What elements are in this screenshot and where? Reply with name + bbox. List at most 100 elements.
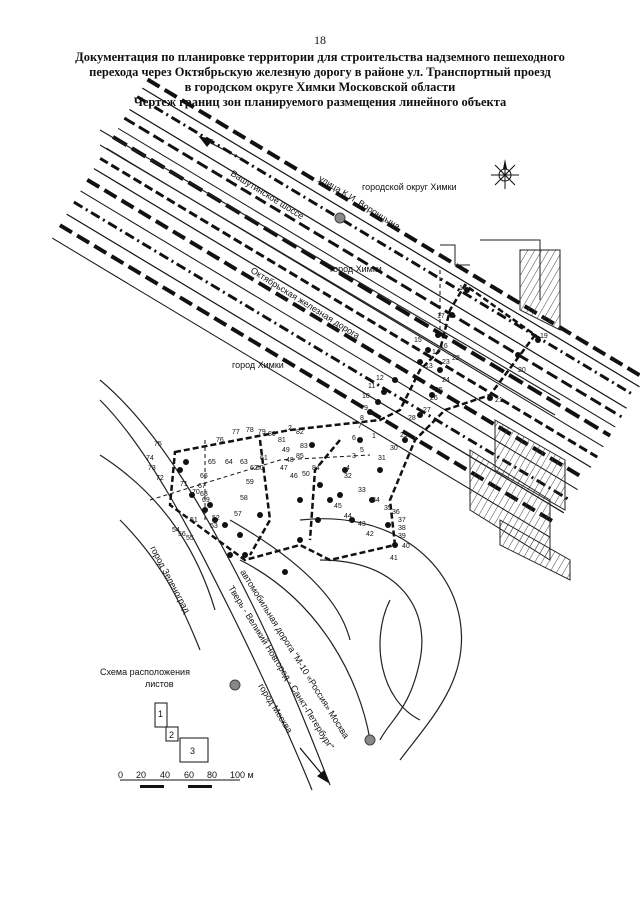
point-label: 7 (358, 423, 362, 430)
point-label: 57 (234, 511, 242, 518)
point-label: 9 (364, 405, 368, 412)
point-label: 76 (216, 437, 224, 444)
point-label: 25 (435, 387, 443, 394)
sheet-3-label: 3 (190, 746, 195, 756)
point-label: 62 (250, 465, 258, 472)
label-gorod-khimki-1: город Химки (330, 264, 382, 274)
point-label: 79 (258, 429, 266, 436)
point-label: 31 (378, 455, 386, 462)
point-label: 15 (414, 337, 422, 344)
scale-tick-100: 100 м (230, 770, 254, 780)
point-label: 37 (398, 517, 406, 524)
page-number: 18 (314, 33, 326, 47)
point-label: 20 (518, 367, 526, 374)
point-label: 55 (186, 535, 194, 542)
point-label: 5 (360, 447, 364, 454)
highway-m10 (99, 379, 463, 791)
label-moskva: город Москва (256, 682, 294, 735)
point-label: 59 (246, 479, 254, 486)
point-label: 32 (344, 473, 352, 480)
point-label: 17 (437, 313, 445, 320)
document-title: Документация по планировке территории дл… (60, 50, 580, 110)
sheet-2-label: 2 (169, 730, 174, 740)
point-label: 41 (390, 555, 398, 562)
sheet-scheme-title-1: Схема расположения (100, 667, 190, 677)
sheet-2-box (165, 726, 179, 742)
point-label: 36 (392, 509, 400, 516)
sheet-3-box (179, 737, 209, 763)
point-label: 42 (366, 531, 374, 538)
point-label: 2 (288, 425, 292, 432)
direction-arrow-icon (198, 135, 330, 784)
point-label: 53 (210, 523, 218, 530)
point-label: 50 (302, 471, 310, 478)
scale-tick-60: 60 (184, 770, 194, 780)
point-label: 13 (425, 363, 433, 370)
point-label: 74 (146, 455, 154, 462)
point-label: 39 (398, 533, 406, 540)
point-label: 3 (352, 453, 356, 460)
building-outline (440, 239, 541, 300)
point-label: 72 (156, 475, 164, 482)
point-label: 66 (200, 473, 208, 480)
point-label: 67 (198, 483, 206, 490)
point-label: 34 (372, 497, 380, 504)
point-label: 6 (352, 435, 356, 442)
label-gorodskoy-okrug: городской округ Химки (362, 182, 457, 192)
point-label: 46 (290, 473, 298, 480)
point-label: 23 (442, 359, 450, 366)
point-label: 60 (256, 465, 264, 472)
point-label: 4 (346, 465, 350, 472)
point-label: 40 (402, 543, 410, 550)
point-label: 44 (344, 513, 352, 520)
point-label-group: 1 2 3 4 5 6 7 8 9 10 11 12 13 14 15 16 1… (146, 285, 548, 562)
title-line-2: перехода через Октябрьскую железную доро… (89, 65, 551, 79)
sheet-scheme-title-2: листов (145, 679, 174, 689)
point-label: 80 (268, 431, 276, 438)
point-label: 49 (282, 447, 290, 454)
point-label: 51 (190, 517, 198, 524)
north-arrow-icon (491, 159, 519, 189)
point-label: 22 (452, 355, 460, 362)
road-vashutinskoe (99, 129, 561, 416)
point-label: 56 (178, 531, 186, 538)
point-label: 47 (280, 465, 288, 472)
point-label: 64 (225, 459, 233, 466)
point-label: 11 (368, 383, 375, 390)
sheet-1-box (154, 702, 168, 728)
label-zelenograd: город Зеленоград (148, 544, 192, 615)
point-label: 16 (440, 343, 448, 350)
point-label: 58 (240, 495, 248, 502)
point-label: 61 (260, 455, 268, 462)
point-label: 35 (384, 505, 392, 512)
label-m10: автомобильная дорога "М-10 «Россия» Моск… (238, 568, 351, 740)
point-label: 28 (408, 415, 416, 422)
point-label: 10 (362, 393, 370, 400)
scale-tick-20: 20 (136, 770, 146, 780)
label-gorod-khimki-2: город Химки (232, 360, 284, 370)
point-label: 52 (212, 515, 220, 522)
point-label: 26 (430, 395, 438, 402)
point-label: 38 (398, 525, 406, 532)
title-line-1: Документация по планировке территории дл… (75, 50, 565, 64)
point-label: 45 (334, 503, 342, 510)
point-label: 18 (459, 285, 467, 292)
sheet-1-label: 1 (158, 709, 163, 719)
label-vashutinskoe: Вашутинское шоссе (229, 168, 306, 221)
point-label: 75 (154, 441, 162, 448)
point-label: 85 (296, 453, 304, 460)
road-marker-icon (229, 212, 376, 746)
point-label: 65 (208, 459, 216, 466)
point-label: 70 (192, 489, 200, 496)
point-markers (177, 287, 541, 575)
point-label: 63 (240, 459, 248, 466)
point-label: 1 (372, 433, 376, 440)
point-label: 69 (202, 497, 210, 504)
sheet-scheme: Схема расположения листов 1 2 3 (100, 667, 209, 763)
point-label: 14 (432, 349, 440, 356)
point-label: 77 (232, 429, 240, 436)
point-label: 12 (376, 375, 384, 382)
point-label: 84 (312, 465, 320, 472)
scale-bar: 0 20 40 60 80 100 м (118, 770, 254, 788)
